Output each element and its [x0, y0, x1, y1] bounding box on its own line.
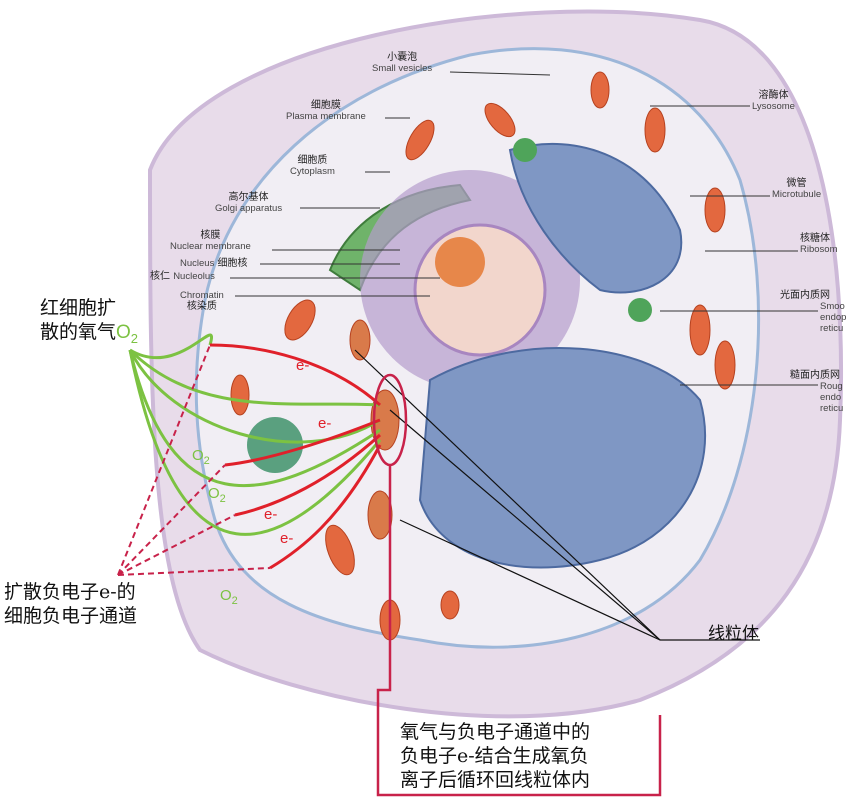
- label-zh: 细胞质: [297, 155, 328, 166]
- label-zh: 微管: [786, 178, 807, 189]
- label-en: Microtubule: [772, 189, 822, 200]
- label-en: endo: [820, 392, 842, 403]
- mitochondrion: [325, 524, 355, 576]
- label-en: Lysosome: [752, 101, 795, 112]
- mitochondrion: [689, 304, 711, 356]
- result-pointer: [376, 465, 662, 797]
- label-zh: 核膜: [200, 230, 221, 241]
- label-en: reticu: [820, 323, 844, 334]
- mitochondrion: [714, 340, 736, 390]
- o2-formula: O2: [116, 322, 139, 346]
- label-en: Plasma membrane: [286, 111, 366, 122]
- nucleus: [413, 223, 547, 357]
- label-en: Golgi apparatus: [215, 203, 283, 214]
- label-zh: 小囊泡: [387, 52, 418, 63]
- nucleolus: [435, 237, 485, 287]
- mitochondrion: [440, 590, 460, 620]
- annotation-line: 负电子e-结合生成氧负: [400, 745, 589, 767]
- leader-lines: [230, 71, 818, 386]
- o2-symbol: O: [208, 485, 220, 502]
- electron-label: e-: [264, 506, 278, 523]
- mitochondria-annotation: 线粒体: [708, 622, 759, 646]
- label-en: endop: [820, 312, 847, 323]
- electron-label: e-: [280, 530, 294, 547]
- annotation-line: 散的氧气: [40, 321, 117, 343]
- channel-annotation: 扩散负电子e-的细胞负电子通道: [4, 580, 137, 628]
- label-nucleus: Nucleus 细胞核: [180, 258, 248, 269]
- label-zh: 核仁: [150, 271, 170, 282]
- label-en: Nuclear membrane: [170, 241, 251, 252]
- mitochondrion: [704, 187, 726, 233]
- mitochondrion: [484, 102, 516, 138]
- label-zh: 光面内质网: [780, 290, 830, 301]
- label-en: Nucleolus: [173, 271, 215, 282]
- o2-label: O2: [208, 485, 226, 505]
- o2-label: O2: [220, 587, 238, 607]
- mitochondrion: [230, 374, 250, 416]
- oxygen-annotation: 红细胞扩 散的氧气O2: [40, 296, 138, 351]
- label-zh: 细胞核: [217, 258, 248, 269]
- channel-paths: [117, 344, 271, 576]
- annotation-line: 离子后循环回线粒体内: [400, 769, 591, 791]
- result-annotation: 氧气与负电子通道中的负电子e-结合生成氧负离子后循环回线粒体内: [400, 720, 590, 792]
- o2-subscript: 2: [203, 455, 210, 467]
- o2-symbol: O: [220, 587, 232, 604]
- mitochondria-pointers: [354, 349, 760, 641]
- mitochondrion: [367, 490, 393, 540]
- annotation-line: 氧气与负电子通道中的: [400, 721, 591, 743]
- label-en: reticu: [820, 403, 844, 414]
- vesicle: [628, 298, 652, 322]
- label-zh: 核糖体: [800, 233, 830, 244]
- label-en: Ribosom: [800, 244, 838, 255]
- vesicle: [513, 138, 537, 162]
- label-en: Small vesicles: [372, 63, 433, 74]
- oxygen-paths: [128, 333, 382, 536]
- o2-subscript: 2: [219, 493, 226, 505]
- mitochondrion: [405, 119, 435, 161]
- label-zh: 细胞膜: [310, 100, 341, 111]
- label-zh: 核染质: [186, 301, 217, 312]
- electron-paths: [209, 343, 382, 570]
- label-zh: 高尔基体: [228, 192, 269, 203]
- label-en: Nucleus: [180, 258, 215, 269]
- o2-subscript: 2: [231, 595, 238, 607]
- annotation-line: 红细胞扩: [40, 297, 117, 319]
- label-nucleolus: 核仁 Nucleolus: [150, 271, 215, 282]
- smooth-er: [508, 142, 683, 294]
- electron-label: e-: [318, 415, 332, 432]
- label-en: Cytoplasm: [290, 166, 335, 177]
- label-en: Smoo: [820, 301, 845, 312]
- annotation-line: 扩散负电子e-的: [4, 581, 136, 603]
- annotation-line: 细胞负电子通道: [4, 605, 138, 627]
- label-en: Chromatin: [180, 290, 224, 301]
- o2-symbol: O: [116, 322, 131, 343]
- o2-symbol: O: [192, 447, 204, 464]
- mitochondria-group: [230, 71, 736, 641]
- label-zh: 溶酶体: [758, 90, 789, 101]
- electron-label: e-: [296, 357, 310, 374]
- lysosome: [247, 417, 303, 473]
- mitochondrion: [590, 71, 610, 109]
- label-zh: 糙面内质网: [790, 370, 840, 381]
- mitochondrion: [284, 299, 316, 341]
- annotation-line: 线粒体: [708, 624, 759, 644]
- label-en: Roug: [820, 381, 843, 392]
- mitochondrion: [644, 107, 666, 153]
- o2-label: O2: [192, 447, 210, 467]
- o2-subscript: 2: [130, 330, 139, 346]
